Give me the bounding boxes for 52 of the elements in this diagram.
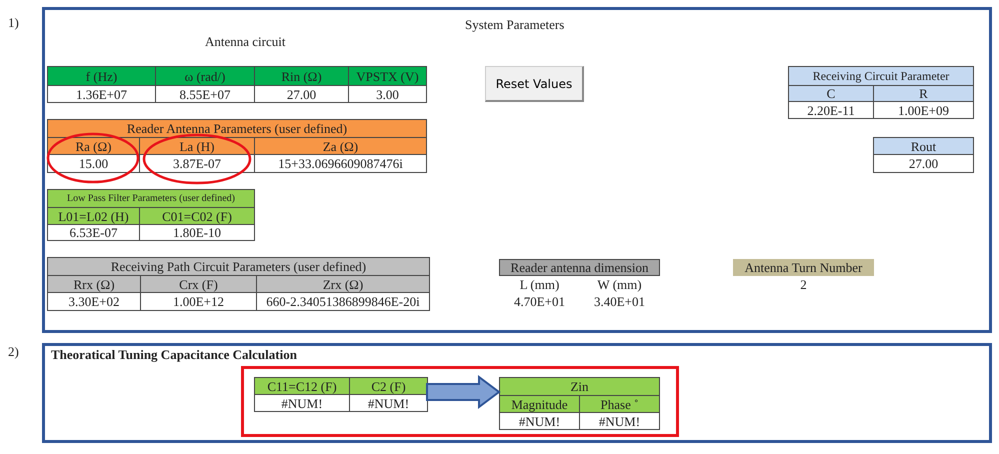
section-number: 1) [8, 16, 19, 30]
column-header: Rin (Ω) [254, 66, 349, 86]
table-cell: 3.00 [348, 85, 427, 103]
data-table [254, 377, 427, 411]
section-title: System Parameters [465, 18, 564, 32]
column-header: Rout [873, 137, 974, 155]
table-title: Reader Antenna Parameters (user defined) [47, 119, 427, 138]
column-header: C11=C12 (F) [254, 377, 350, 395]
table-cell: 1.36E+07 [47, 85, 156, 103]
column-header: Phase ˚ [579, 395, 660, 413]
column-header: R [873, 85, 974, 102]
table-title: Reader antenna dimension [499, 259, 660, 276]
highlight-frame [241, 366, 679, 437]
table-cell: 6.53E-07 [47, 224, 140, 241]
group-heading: Antenna circuit [205, 35, 286, 50]
table-title: Receiving Circuit Parameter [788, 66, 974, 86]
table-cell-text: 2 [799, 276, 808, 293]
table-cell: 1.00E+09 [873, 101, 974, 119]
column-header: L (mm) [518, 276, 560, 293]
table-cell: 15+33.0696609087476i [254, 154, 427, 173]
column-header: Za (Ω) [254, 137, 427, 155]
table-cell: 660-2.34051386899846E-20i [256, 292, 430, 311]
section-title: Theoratical Tuning Capacitance Calculation [51, 348, 297, 362]
column-header: f (Hz) [47, 66, 156, 86]
table-cell: 15.00 [47, 154, 140, 173]
table-cell-text: 3.40E+01 [592, 292, 646, 310]
data-table [499, 377, 659, 429]
column-header: C01=C02 (F) [139, 207, 255, 225]
column-header: Magnitude [499, 395, 580, 413]
table-title: Receiving Path Circuit Parameters (user defined) [47, 257, 430, 276]
column-header: Zrx (Ω) [256, 275, 430, 293]
section-number: 2) [8, 345, 19, 360]
column-header: Rrx (Ω) [47, 275, 141, 293]
table-title: Zin [499, 377, 660, 396]
column-header: C2 (F) [349, 377, 428, 395]
column-header: W (mm) [596, 276, 643, 293]
table-cell-text: 4.70E+01 [512, 292, 566, 310]
column-header: L01=L02 (H) [47, 207, 140, 225]
table-cell: #NUM! [579, 412, 660, 430]
table-cell: 2.20E-11 [788, 101, 874, 119]
reset-button: Reset Values [485, 66, 584, 102]
table-cell: 27.00 [873, 154, 974, 173]
column-header: ω (rad/) [155, 66, 255, 86]
table-title: Antenna Turn Number [733, 259, 874, 276]
column-header: VPSTX (V) [348, 66, 427, 86]
table-cell: 3.30E+02 [47, 292, 141, 311]
block-arrow [426, 375, 501, 409]
table-title: Low Pass Filter Parameters (user defined) [47, 189, 255, 208]
column-header: C [788, 85, 874, 102]
section-panel [42, 343, 992, 443]
column-header: Crx (F) [140, 275, 257, 293]
table-cell: 1.80E-10 [139, 224, 255, 241]
